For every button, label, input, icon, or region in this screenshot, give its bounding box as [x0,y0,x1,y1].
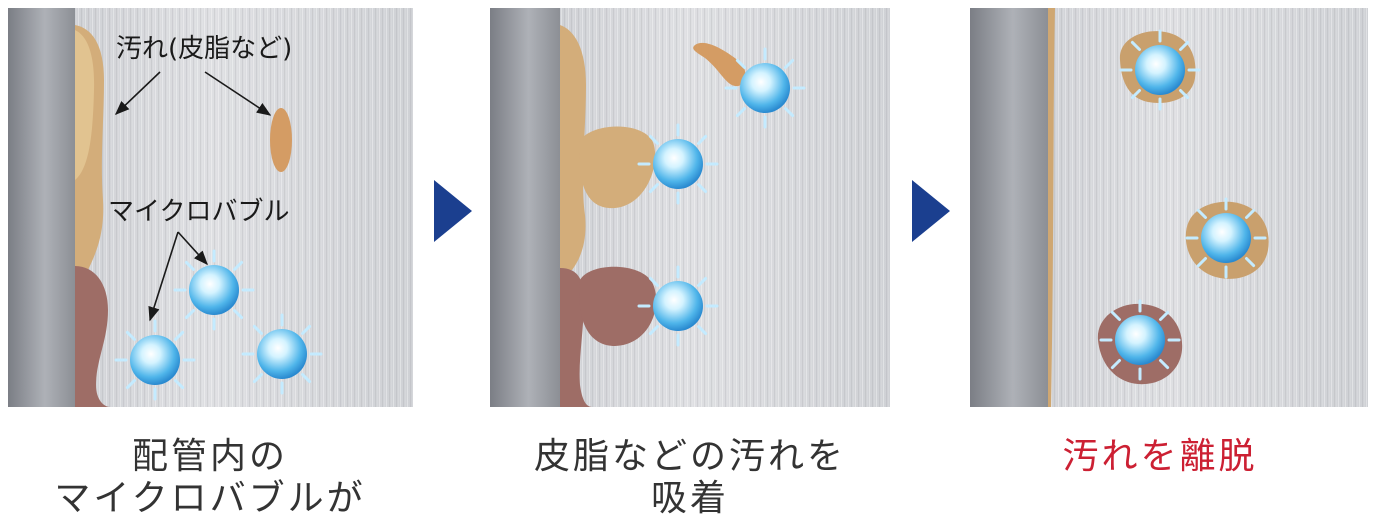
panel-3 [970,8,1368,407]
microbubble-label: マイクロバブル [108,197,289,227]
sebum-deposit-highlight [75,30,95,180]
dirt-deposit-detaching [579,266,657,346]
pipe-wall [970,8,1048,407]
pipe-wall [490,8,560,407]
panel-2 [490,8,890,407]
sebum-particle [270,108,292,172]
dirt-arrow-wall [114,71,161,115]
dirt-deposit [75,266,110,407]
dirt-arrow-particle [204,71,272,116]
caption-step-1-line-2: マイクロバブルが [54,478,365,519]
pipe-wall [8,8,75,407]
sebum-deposit [560,25,586,272]
microbubble-arrow-left [148,231,179,322]
dirt-deposit [560,268,592,407]
caption-step-1-line-1: 配管内の [132,436,288,477]
sebum-particle [693,42,746,87]
dirt-label: 汚れ(皮脂など) [116,34,292,64]
caption-step-2-line-2: 吸着 [651,478,729,519]
step-arrow-icon [912,180,950,242]
caption-step-2-line-1: 皮脂などの汚れを [534,436,846,477]
sebum-residue-line [1048,8,1055,407]
panel-1: 汚れ(皮脂など) マイクロバブル [8,8,413,407]
caption-step-3: 汚れを離脱 [1062,436,1257,477]
microbubble-arrow-right [177,231,208,266]
sebum-deposit-detaching [579,126,656,209]
step-arrow-icon [434,180,472,242]
